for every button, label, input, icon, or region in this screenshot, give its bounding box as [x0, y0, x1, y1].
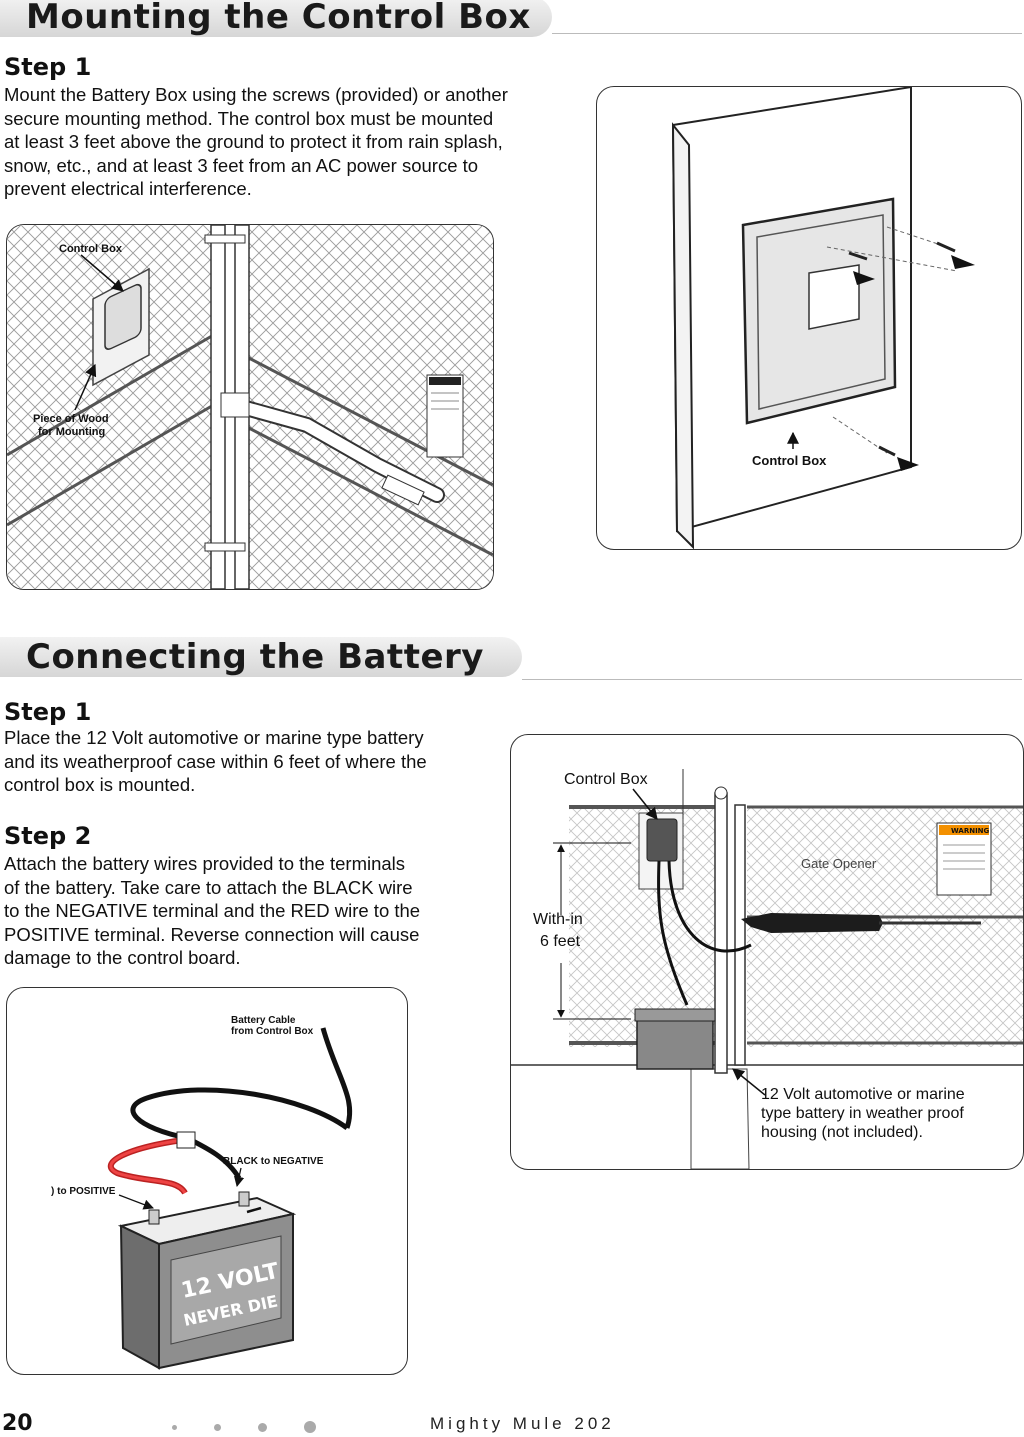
- fence-illustration: [7, 225, 493, 589]
- text-line: control box is mounted.: [4, 774, 196, 795]
- figure-fence-control-box: Control Box Piece of Wood for Mounting: [6, 224, 494, 590]
- text-line: housing (not included).: [761, 1124, 923, 1141]
- step-heading: Step 1: [4, 53, 92, 81]
- step1-heading: Step 1: [4, 698, 92, 726]
- battery-side: [119, 1224, 160, 1370]
- label-control-box: Control Box: [752, 453, 827, 468]
- control-box: [646, 818, 678, 862]
- text-line: 12 Volt automotive or marine: [761, 1086, 965, 1103]
- arrow-icon: [897, 457, 919, 471]
- step1-paragraph: Place the 12 Volt automotive or marine t…: [4, 726, 427, 797]
- figure-wall-control-box: Control Box: [596, 86, 1022, 550]
- text-line: and its weatherproof case within 6 feet …: [4, 750, 427, 772]
- label-distance-1: With-in: [533, 911, 583, 928]
- label-control-box: Control Box: [564, 771, 648, 788]
- label-battery: 12 Volt automotive or marine type batter…: [761, 1085, 965, 1142]
- footer-title: Mighty Mule 202: [430, 1414, 615, 1433]
- page-number: 20: [2, 1411, 33, 1436]
- text-line: of the battery. Take care to attach the …: [4, 876, 413, 898]
- warning-text: WARNING: [951, 827, 990, 835]
- label-control-box: Control Box: [59, 243, 122, 255]
- section-header-battery: Connecting the Battery: [0, 637, 1024, 680]
- section-header-mounting: Mounting the Control Box: [0, 0, 1024, 37]
- step2-heading: Step 2: [4, 822, 92, 850]
- section-header-pill: [0, 0, 552, 37]
- step2-paragraph: Attach the battery wires provided to the…: [4, 852, 420, 970]
- step-paragraph: Mount the Battery Box using the screws (…: [4, 83, 508, 201]
- text-line: Attach the battery wires provided to the…: [4, 853, 406, 874]
- text-line: snow, etc., and at least 3 feet from an …: [4, 154, 479, 176]
- wall-illustration: [671, 87, 975, 549]
- figure-gate-overview: WARNING Control Box Gate Opener With-in …: [510, 734, 1024, 1170]
- arrow-icon: [951, 255, 975, 269]
- label-wood-2: for Mounting: [38, 426, 106, 438]
- battery-illustration: 12 VOLT NEVER DIE: [107, 1027, 353, 1370]
- label-cable-1: Battery Cable: [231, 1015, 296, 1026]
- footer-dot: [304, 1421, 316, 1433]
- text-line: prevent electrical interference.: [4, 178, 252, 199]
- footer-dot: [258, 1423, 267, 1432]
- label-distance-2: 6 feet: [540, 933, 581, 950]
- section-title-mounting: Mounting the Control Box: [26, 0, 531, 37]
- label-wood-1: Piece of Wood: [33, 413, 109, 425]
- section-header-pill: [0, 637, 522, 677]
- text-line: secure mounting method. The control box …: [4, 107, 494, 129]
- figure-battery-wiring: 12 VOLT NEVER DIE Battery Cable from Con…: [6, 987, 408, 1375]
- section-rule: [522, 679, 1022, 680]
- text-line: POSITIVE terminal. Reverse connection wi…: [4, 923, 420, 945]
- section-title-battery: Connecting the Battery: [26, 637, 484, 677]
- label-black-negative: BLACK to NEGATIVE: [223, 1156, 324, 1167]
- text-line: Place the 12 Volt automotive or marine t…: [4, 727, 424, 748]
- label-red-positive: ) to POSITIVE: [51, 1186, 116, 1197]
- footer-dot: [172, 1425, 177, 1430]
- label-cable-2: from Control Box: [231, 1026, 314, 1037]
- text-line: type battery in weather proof: [761, 1105, 964, 1122]
- label-gate-opener: Gate Opener: [801, 856, 877, 871]
- gate-illustration: WARNING: [511, 769, 1023, 1169]
- section-rule: [552, 33, 1022, 34]
- gate-opener: [741, 913, 883, 933]
- warning-sign: [426, 374, 464, 458]
- battery-label-plate: [170, 1235, 282, 1345]
- text-line: at least 3 feet above the ground to prot…: [4, 131, 503, 152]
- text-line: damage to the control board.: [4, 947, 241, 968]
- text-line: to the NEGATIVE terminal and the RED wir…: [4, 900, 421, 921]
- footer-dot: [214, 1424, 221, 1431]
- text-line: Mount the Battery Box using the screws (…: [4, 84, 508, 105]
- arrow-icon: [853, 271, 875, 285]
